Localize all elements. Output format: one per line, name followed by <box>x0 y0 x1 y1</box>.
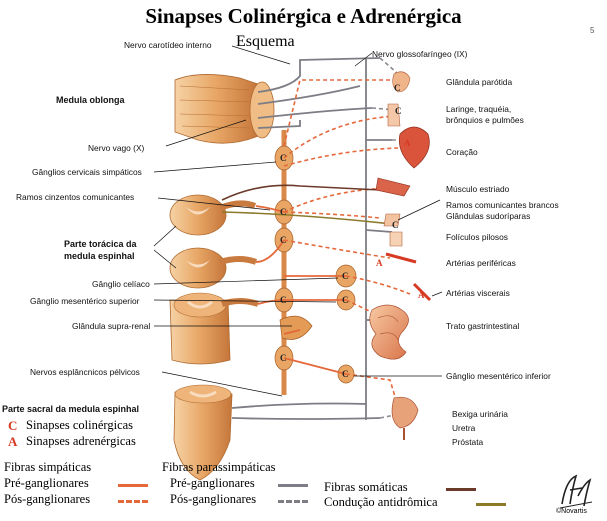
label-ganglio-mesenterico-sup: Gânglio mesentérico superior <box>30 296 140 306</box>
label-nervo-glossofaringeo: Nervo glossofaríngeo (IX) <box>372 49 468 59</box>
somatic-fibers <box>221 184 381 201</box>
label-uretra: Uretra <box>452 423 476 433</box>
svg-text:C: C <box>280 295 287 305</box>
svg-text:C: C <box>280 353 287 363</box>
label-bexiga: Bexiga urinária <box>452 409 508 419</box>
sympathetic-pre-fibers <box>255 205 347 375</box>
label-nervo-vago: Nervo vago (X) <box>88 143 145 153</box>
corner-mark: 5 <box>590 26 595 35</box>
label-arterias-viscerais: Artérias viscerais <box>446 288 510 298</box>
svg-text:A: A <box>404 138 411 148</box>
legend-parassimpaticas-heading: Fibras parassimpáticas <box>162 460 276 474</box>
label-nervo-carotideo: Nervo carotídeo interno <box>124 40 212 50</box>
label-trato-gastrintestinal: Trato gastrintestinal <box>446 321 520 331</box>
organs <box>369 71 432 440</box>
label-parte-sacral: Parte sacral da medula espinhal <box>2 404 140 414</box>
label-toracica-2: medula espinhal <box>64 251 135 261</box>
legend-cholinergic: Sinapses colinérgicas <box>26 418 134 432</box>
synapse-markers: C C C C C C C C C C A A A C <box>280 83 425 379</box>
swatch-somaticas <box>446 488 476 491</box>
legend-adrenergic: Sinapses adrenérgicas <box>26 434 136 448</box>
legend-parassimpaticas-pos: Pós-ganglionares <box>170 492 257 506</box>
swatch-parassimpaticas-pos <box>278 500 308 503</box>
label-ganglios-cervicais: Gânglios cervicais simpáticos <box>32 167 142 177</box>
legend-somaticas: Fibras somáticas <box>324 480 408 494</box>
label-nervos-esplancnicos: Nervos esplâncnicos pélvicos <box>30 367 140 377</box>
label-glandulas-sudoriparas: Glândulas sudoríparas <box>446 211 531 221</box>
svg-text:C: C <box>342 271 349 281</box>
swatch-simpaticas-pre <box>118 484 148 487</box>
label-laringe-2: brônquios e pulmões <box>446 115 524 125</box>
label-ramos-brancos: Ramos comunicantes brancos <box>446 200 559 210</box>
sympathetic-trunk <box>274 130 357 395</box>
parasympathetic-fibers <box>231 57 393 420</box>
legend-simpaticas-pre: Pré-ganglionares <box>4 476 89 490</box>
svg-text:C: C <box>395 106 402 116</box>
netter-signature-logo <box>559 474 593 509</box>
label-musculo-estriado: Músculo estriado <box>446 184 510 194</box>
legend-antidromica: Condução antidrômica <box>324 495 438 509</box>
svg-text:C: C <box>342 295 349 305</box>
copyright: ©Novartis <box>556 508 587 515</box>
svg-text:A: A <box>376 258 383 268</box>
label-toracica-1: Parte torácica da <box>64 239 137 249</box>
svg-text:C: C <box>280 207 287 217</box>
legend-simpaticas-pos: Pós-ganglionares <box>4 492 91 506</box>
svg-text:C: C <box>280 235 287 245</box>
svg-text:C: C <box>394 83 401 93</box>
page-title: Sinapses Colinérgica e Adrenérgica <box>145 4 462 28</box>
label-foliculos: Folículos pilosos <box>446 232 508 242</box>
page-subtitle: Esquema <box>236 33 295 50</box>
label-arterias-perifericas: Artérias periféricas <box>446 258 516 268</box>
swatch-antidromica <box>476 503 506 506</box>
label-ramos-cinzentos: Ramos cinzentos comunicantes <box>16 192 135 202</box>
leader-lines <box>153 45 443 397</box>
thoracic-cord-sections <box>169 194 259 365</box>
legend-symbol-c: C <box>8 418 18 433</box>
label-prostata: Próstata <box>452 437 484 447</box>
label-ganglio-celiaco: Gânglio celíaco <box>92 279 150 289</box>
svg-text:A: A <box>418 290 425 300</box>
medulla-oblongata-block <box>174 74 275 144</box>
legend-symbol-a: A <box>8 434 18 449</box>
svg-text:C: C <box>392 220 399 230</box>
label-medula-oblonga: Medula oblonga <box>56 95 125 105</box>
label-glandula-parotida: Glândula parótida <box>446 77 513 87</box>
label-ganglio-mesenterico-inf: Gânglio mesentérico inferior <box>446 371 551 381</box>
label-glandula-supra-renal: Glândula supra-renal <box>72 321 151 331</box>
swatch-simpaticas-pos <box>118 500 148 503</box>
svg-text:C: C <box>342 369 349 379</box>
antidromic-fibers <box>221 211 393 225</box>
label-laringe-1: Laringe, traquéia, <box>446 104 512 114</box>
legend-parassimpaticas-pre: Pré-ganglionares <box>170 476 255 490</box>
svg-text:C: C <box>280 153 287 163</box>
label-coracao: Coração <box>446 147 478 157</box>
legend-simpaticas-heading: Fibras simpáticas <box>4 460 92 474</box>
swatch-parassimpaticas-pre <box>278 484 308 487</box>
sacral-cord <box>173 384 233 481</box>
